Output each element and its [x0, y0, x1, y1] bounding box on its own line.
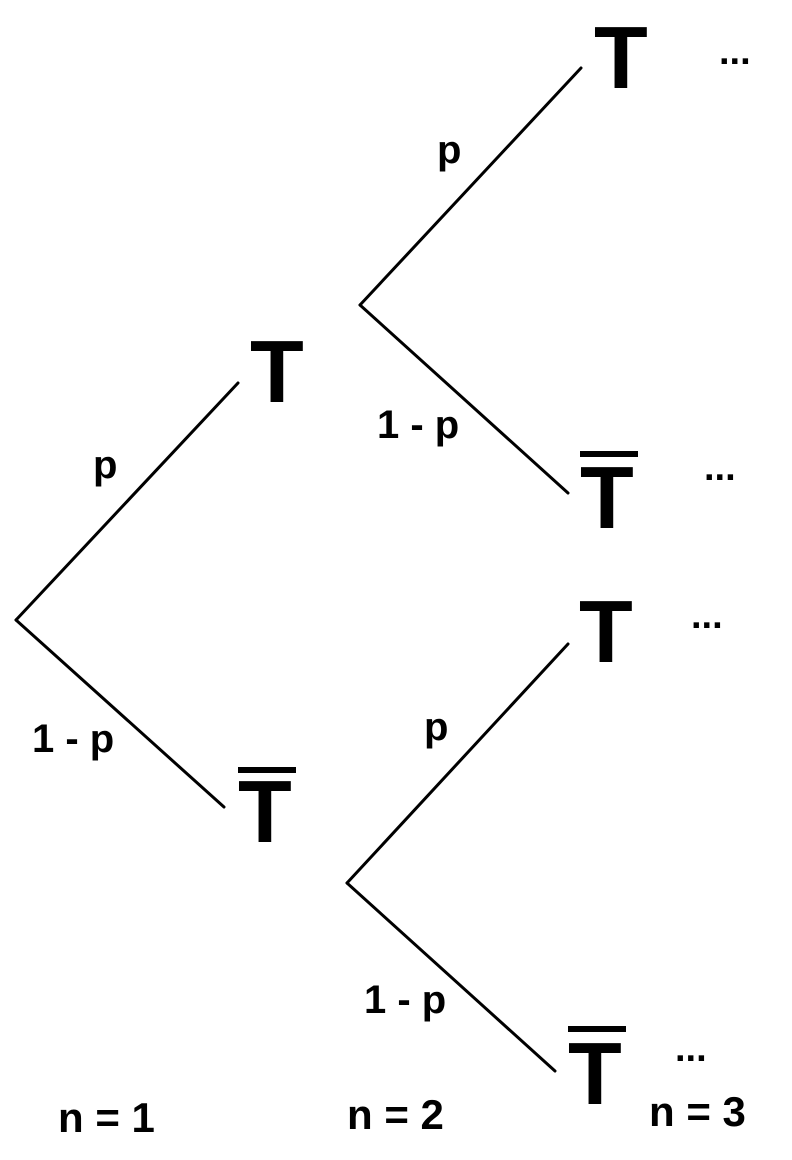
branch-label-p: p [93, 443, 117, 487]
complement-overbar [568, 1026, 626, 1032]
complement-overbar [580, 451, 638, 457]
branch-label-p: p [424, 705, 448, 749]
branch-root-to-Tbar [14, 618, 226, 809]
level-label-n3: n = 3 [649, 1088, 746, 1135]
node-T-n1: T [250, 322, 304, 421]
branch-T-to-TT [358, 66, 583, 307]
branch-T-to-TTbar [358, 303, 570, 495]
node-Tbar-n1: T [238, 762, 292, 861]
continuation-dots: ... [704, 447, 736, 489]
continuation-dots: ... [719, 31, 751, 73]
branch-label-1-minus-p: 1 - p [377, 403, 459, 447]
node-TbarT-n2: T [579, 582, 633, 681]
node-TT-n2: T [594, 8, 648, 107]
continuation-dots: ... [691, 595, 723, 637]
continuation-dots: ... [675, 1028, 707, 1070]
branch-label-1-minus-p: 1 - p [32, 717, 114, 761]
branch-Tbar-to-TbarTbar [345, 881, 557, 1073]
node-TTbar-n2: T [580, 448, 634, 547]
branch-root-to-T [14, 381, 240, 622]
complement-overbar [238, 767, 296, 773]
node-TbarTbar-n2: T [568, 1024, 622, 1123]
branch-Tbar-to-TbarT [345, 642, 570, 885]
level-label-n1: n = 1 [58, 1094, 155, 1141]
branch-label-p: p [437, 128, 461, 172]
level-label-n2: n = 2 [347, 1091, 444, 1138]
branch-label-1-minus-p: 1 - p [364, 978, 446, 1022]
